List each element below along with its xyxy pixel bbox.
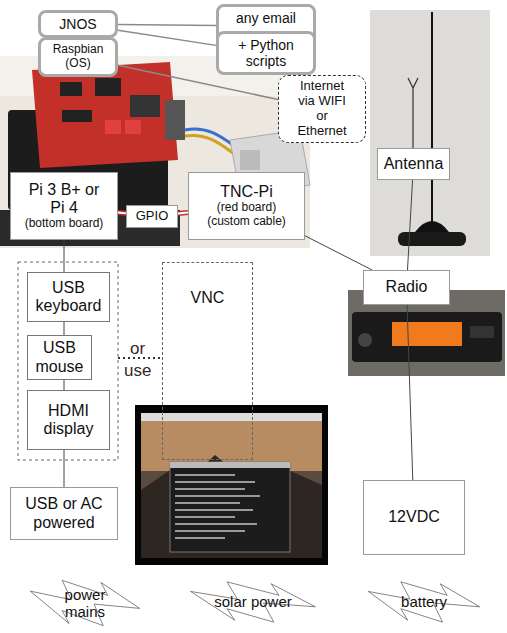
gpio-link [118,212,126,214]
antenna-photo [370,10,490,256]
node-title: USB mouse [32,339,87,376]
node-title: Radio [386,278,428,296]
node-title: TNC-Pi [220,183,272,201]
peripheral-box: HDMI display [27,390,110,450]
node-title: Internet via WIFI or Ethernet [291,79,353,139]
node-title: solar power [214,593,292,610]
interface-box: GPIO [126,205,178,228]
connector-line [305,236,372,270]
os-box: Raspbian (OS) [38,37,118,77]
node-title: VNC [191,289,225,307]
note-label: or [130,339,145,359]
node-title: JNOS [59,16,96,32]
power-source: battery [366,578,482,626]
node-title: USB or AC powered [19,495,109,532]
node-title: GPIO [136,209,169,224]
dc-box: 12VDC [363,480,465,555]
antenna-box: Antenna [377,148,450,180]
peripheral-box: USB keyboard [27,272,110,322]
tnc-box: TNC-Pi(red board) (custom cable) [188,172,305,240]
node-title: battery [401,593,447,610]
node-title: Pi 3 B+ or Pi 4 [28,181,100,218]
node-subtitle: (red board) (custom cable) [202,201,292,229]
node-title: HDMI display [33,402,105,439]
gpio-link [178,212,188,213]
network-box: Internet via WIFI or Ethernet [278,75,366,143]
connector-line [118,30,216,45]
peripheral-group [18,262,118,460]
node-title: + Python scripts [223,37,309,69]
node-title: power mains [59,586,111,621]
connector-line [407,305,413,480]
vnc-box: VNC [162,262,253,460]
connector-line [118,24,216,25]
connector-line [407,180,412,270]
node-title: USB keyboard [33,279,105,316]
power-source: power mains [28,576,142,630]
power-source: solar power [188,578,318,626]
software-box: JNOS [38,10,118,38]
node-title: Raspbian (OS) [45,43,111,71]
app-box: + Python scripts [216,31,316,75]
radio-box: Radio [363,270,450,305]
node-subtitle: (bottom board) [25,217,104,231]
pi-photo [0,56,310,248]
peripheral-box: USB mouse [27,335,92,380]
vnc-screenshot [135,405,328,565]
computer-box: Pi 3 B+ or Pi 4(bottom board) [10,172,118,240]
note-label: use [124,361,151,381]
node-title: Antenna [384,155,444,173]
power-box: USB or AC powered [10,487,118,540]
node-title: 12VDC [388,508,440,526]
